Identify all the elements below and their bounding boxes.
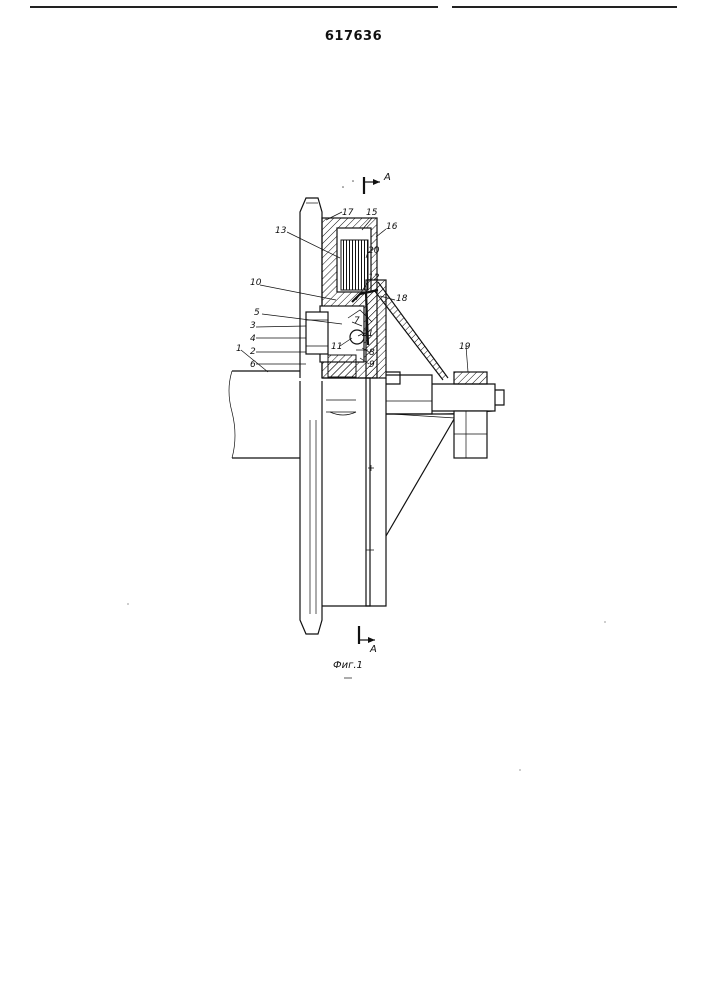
callout-16: 16 [386, 222, 398, 232]
callout-9: 9 [369, 360, 375, 370]
callout-17: 17 [342, 208, 354, 218]
callout-11: 11 [331, 342, 342, 352]
callout-10: 10 [250, 278, 262, 288]
callout-20: 20 [368, 246, 380, 256]
callout-19: 19 [459, 342, 471, 352]
callout-15: 15 [366, 208, 378, 218]
callout-4: 4 [250, 334, 256, 344]
section-label-bottom: A [369, 644, 377, 655]
callout-8: 8 [369, 348, 375, 358]
section-marker-top: A [364, 172, 391, 194]
callout-3: 3 [250, 321, 256, 331]
nut [454, 372, 487, 458]
section-marker-bottom: A [359, 626, 377, 655]
callout-7: 7 [354, 316, 360, 326]
sprocket-disc [300, 198, 322, 634]
callout-5: 5 [254, 308, 260, 318]
section-label-top: A [383, 172, 391, 183]
callout-18: 18 [396, 294, 408, 304]
figure-caption: Фиг.1 [333, 660, 363, 671]
callout-21: 21 [362, 329, 373, 339]
callout-1: 1 [236, 344, 242, 354]
bracket [386, 414, 457, 536]
callout-6: 6 [250, 360, 256, 370]
callout-13: 13 [275, 226, 287, 236]
callout-12: 12 [368, 273, 380, 283]
callout-2: 2 [250, 347, 256, 357]
